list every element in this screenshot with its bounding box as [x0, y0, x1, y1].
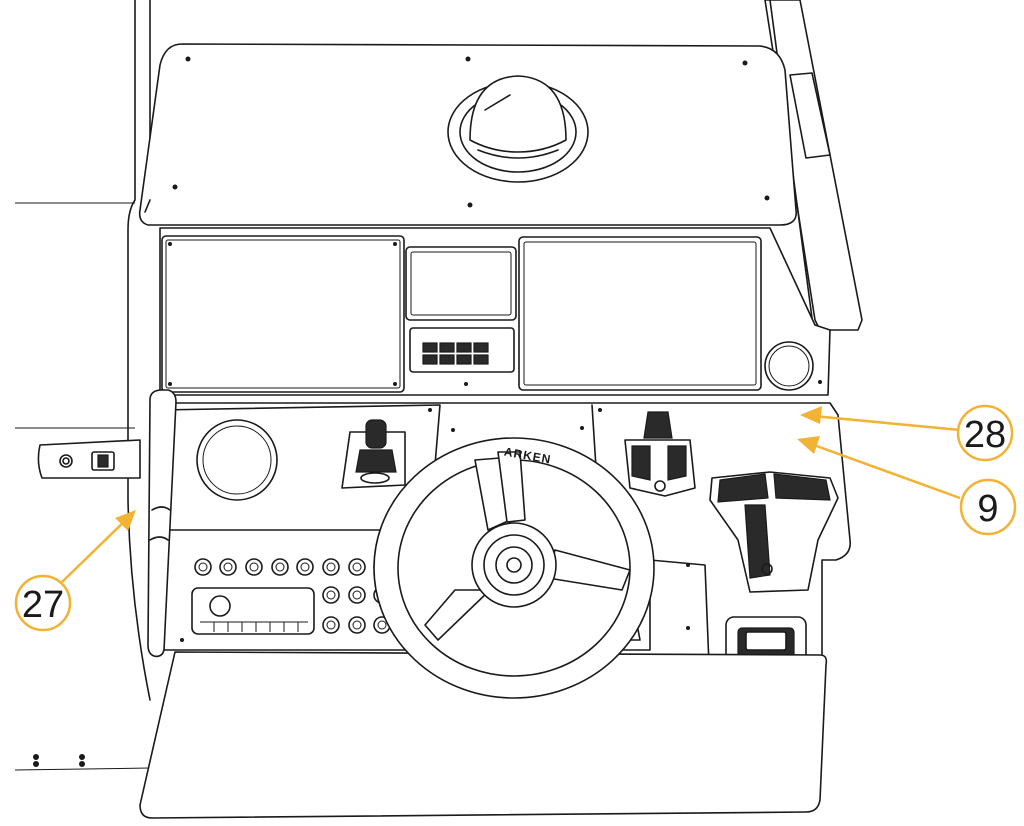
deck-floor: [139, 651, 828, 819]
callout-27-label: 27: [22, 584, 64, 626]
radio-unit: [191, 587, 315, 635]
arrow-27: [115, 510, 136, 531]
side-bracket: [37, 439, 141, 479]
dashboard-panel: [159, 227, 831, 396]
callout-28: 28: [956, 404, 1014, 462]
thruster-joystick: [341, 419, 406, 489]
round-gauge-left: [196, 419, 278, 501]
callout-9: 9: [959, 478, 1017, 536]
callout-9-label: 9: [977, 488, 998, 530]
steering-wheel: ARKEN: [373, 437, 655, 699]
arrow-9: [797, 436, 820, 454]
grab-handle: [147, 389, 177, 658]
leader-28: [802, 413, 961, 432]
callout-27: 27: [14, 574, 72, 632]
left-edge-lines: [14, 0, 151, 771]
engine-joystick: [624, 411, 696, 497]
arrow-28: [800, 406, 822, 424]
throttle-control: [709, 471, 839, 593]
callout-leaders: [61, 406, 961, 583]
callout-28-label: 28: [964, 414, 1006, 456]
leader-9: [799, 438, 961, 500]
compass-dome: [447, 75, 589, 183]
